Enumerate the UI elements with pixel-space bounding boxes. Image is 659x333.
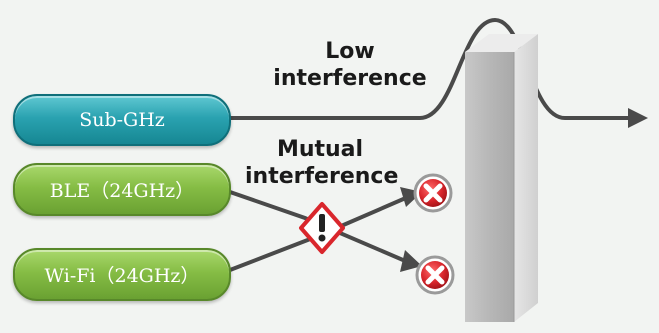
ble-band: BLE（24GHz） xyxy=(13,163,231,216)
blocked-x-icon-upper xyxy=(413,173,453,213)
obstacle-wall xyxy=(465,34,538,322)
mutual-interference-line2: interference xyxy=(245,164,399,189)
low-interference-line1: Low xyxy=(325,39,375,64)
low-interference-label: Low interference xyxy=(270,38,430,92)
ble-label: BLE（24GHz） xyxy=(49,180,195,202)
sub-ghz-label: Sub-GHz xyxy=(79,109,165,131)
ble-signal-line xyxy=(229,190,411,265)
ble-arrowhead xyxy=(400,250,422,272)
sub-ghz-band: Sub-GHz xyxy=(13,94,231,146)
wifi-band: Wi-Fi（24GHz） xyxy=(13,248,231,301)
warning-icon xyxy=(299,202,345,254)
low-interference-line2: interference xyxy=(273,66,427,91)
wave-arrowhead xyxy=(628,108,648,128)
wifi-label: Wi-Fi（24GHz） xyxy=(44,265,200,287)
sub-ghz-wave xyxy=(230,17,630,120)
mutual-interference-label: Mutual interference xyxy=(245,136,399,190)
blocked-x-icon-lower xyxy=(415,255,455,295)
mutual-interference-line1: Mutual xyxy=(276,137,364,162)
